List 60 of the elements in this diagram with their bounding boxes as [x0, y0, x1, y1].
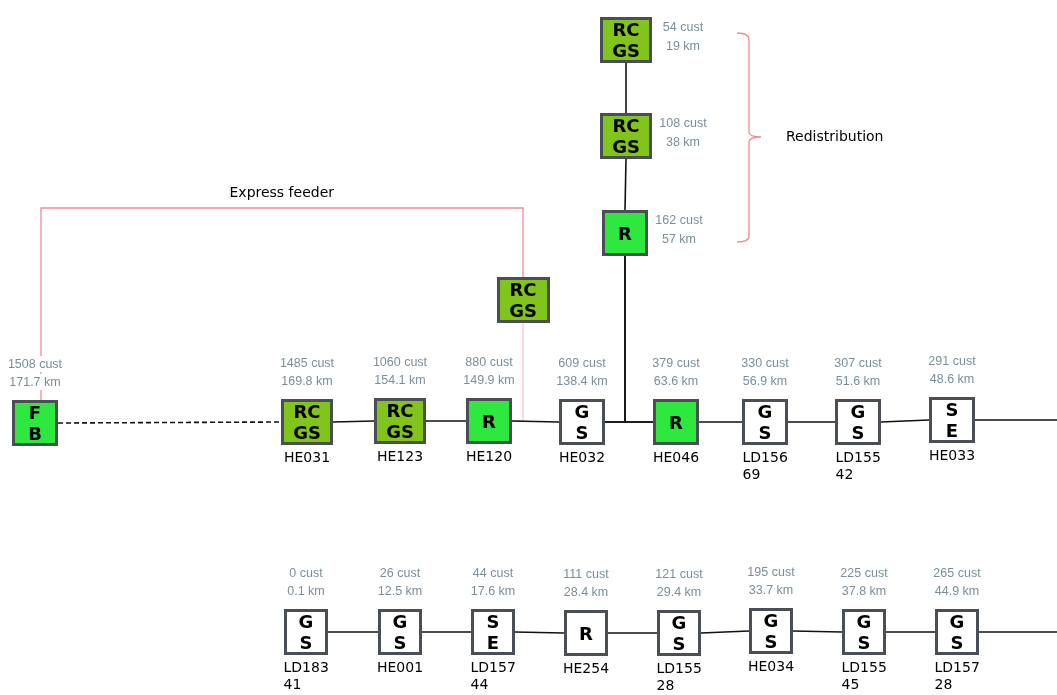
station-id: HE032: [559, 449, 606, 466]
switch-box: RC GS: [374, 398, 426, 444]
line: [787, 421, 836, 423]
station-id: HE034: [748, 658, 795, 675]
line: [698, 421, 743, 423]
station-id: LD157 28: [934, 659, 980, 693]
line: [57, 421, 282, 424]
line: [700, 630, 750, 634]
edge-label: Express feeder: [227, 184, 337, 201]
station-id: HE001: [377, 659, 424, 676]
feeder-line: [40, 207, 524, 401]
line: [624, 158, 627, 211]
station-id: LD183 41: [283, 659, 329, 693]
switch-box: F B: [12, 400, 58, 446]
line: [514, 631, 565, 634]
switch-box: RC GS: [600, 17, 652, 63]
station-id: HE254: [563, 660, 610, 677]
customer-count: 1508 cust: [7, 356, 63, 372]
switch-box: G S: [378, 609, 422, 655]
line: [327, 631, 379, 633]
line: [974, 419, 1057, 421]
station-id: HE123: [377, 448, 424, 465]
line: [607, 632, 658, 634]
switch-box: G S: [842, 609, 886, 655]
station-id: HE046: [653, 449, 700, 466]
line: [625, 62, 627, 114]
station-id: LD155 28: [656, 660, 702, 694]
station-id: HE033: [929, 447, 976, 464]
switch-box: G S: [742, 399, 788, 445]
station-id: LD155 45: [841, 659, 887, 693]
line: [880, 419, 930, 423]
switch-box: R: [564, 610, 608, 656]
line: [511, 420, 560, 423]
station-id: HE031: [284, 449, 331, 466]
line-length: 171.7 km: [9, 374, 61, 390]
switch-box: G S: [835, 399, 881, 445]
switch-box: R: [653, 399, 699, 445]
switch-box: RC GS: [600, 113, 652, 159]
line: [604, 421, 654, 423]
line: [885, 631, 936, 633]
switch-box: S E: [929, 397, 975, 443]
switch-box: G S: [935, 609, 979, 655]
switch-box: S E: [471, 609, 515, 655]
switch-box: RC GS: [496, 277, 550, 323]
switch-box: G S: [284, 609, 328, 655]
station-id: HE120: [466, 448, 513, 465]
switch-box: G S: [559, 399, 605, 445]
line: [978, 631, 1057, 633]
line: [425, 420, 467, 422]
switch-box: R: [602, 210, 648, 256]
switch-box: R: [466, 398, 512, 444]
line: [421, 631, 472, 633]
station-id: LD155 42: [835, 449, 881, 483]
line: [792, 630, 843, 633]
station-id: LD156 69: [742, 449, 788, 483]
line: [332, 420, 375, 423]
switch-box: G S: [749, 608, 793, 654]
switch-box: RC GS: [281, 399, 333, 445]
switch-box: G S: [657, 610, 701, 656]
station-id: LD157 44: [470, 659, 516, 693]
